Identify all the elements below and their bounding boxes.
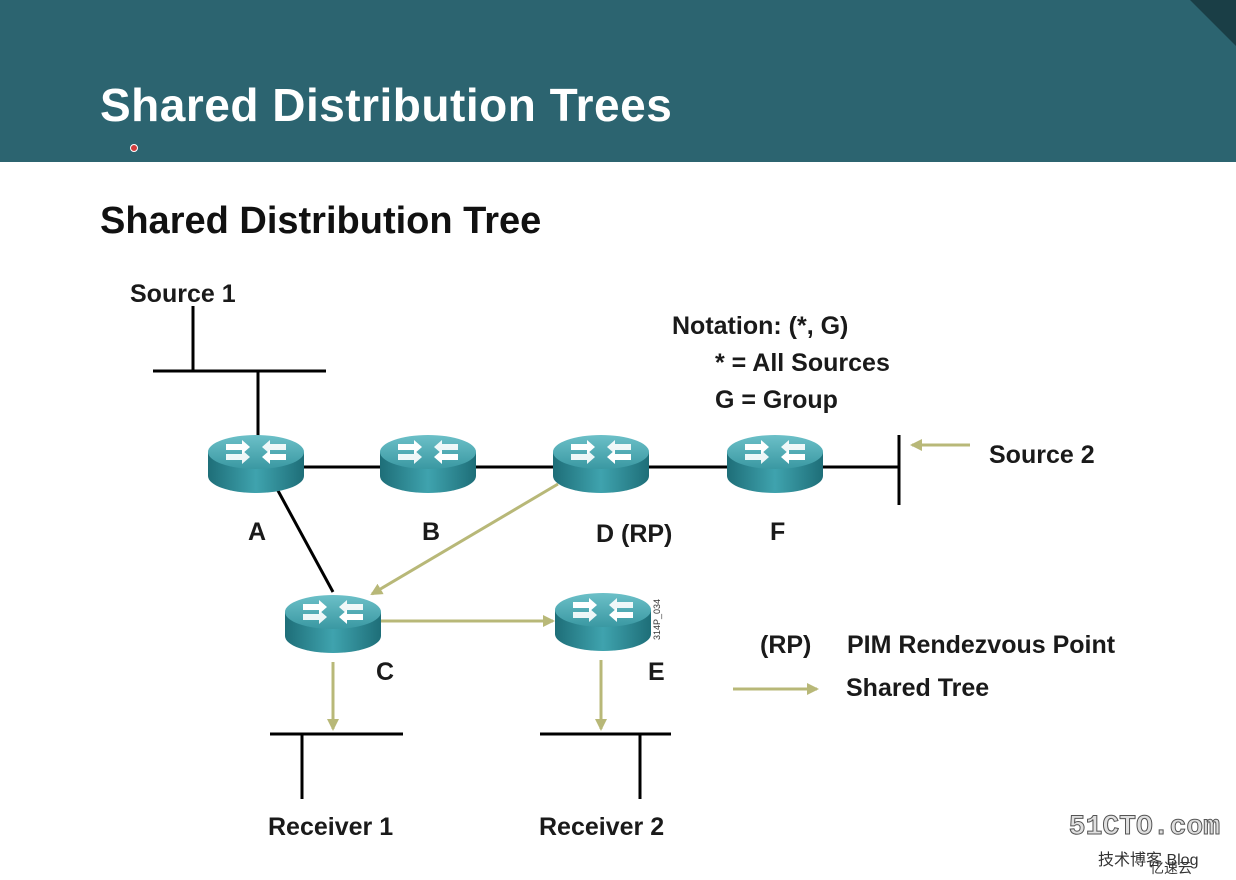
router-e-label: E xyxy=(648,658,665,686)
router-d-rp-icon xyxy=(553,435,649,493)
legend-rp-meaning: PIM Rendezvous Point xyxy=(847,631,1116,659)
pointer-dot xyxy=(130,144,138,152)
router-f-label: F xyxy=(770,518,786,546)
figure-code: 314P_034 xyxy=(652,598,662,640)
source2-label: Source 2 xyxy=(989,441,1095,469)
watermark-brand: 亿速云 xyxy=(1150,860,1192,876)
router-d-label: D (RP) xyxy=(596,520,673,548)
link-a-c xyxy=(274,486,335,593)
receiver2-label: Receiver 2 xyxy=(539,813,665,841)
notation-line2: * = All Sources xyxy=(715,349,890,377)
receiver1-label: Receiver 1 xyxy=(268,813,394,841)
router-f-icon xyxy=(727,435,823,493)
router-a-label: A xyxy=(248,518,267,546)
router-c-label: C xyxy=(376,658,395,686)
watermark-site: 51CTO.com xyxy=(1068,812,1220,844)
router-c-icon xyxy=(285,595,381,653)
router-a-icon xyxy=(208,435,304,493)
source1-label: Source 1 xyxy=(130,280,236,308)
notation-line1: Notation: (*, G) xyxy=(672,312,849,340)
title-bar: Shared Distribution Trees xyxy=(0,0,1236,162)
legend-rp-abbrev: (RP) xyxy=(760,631,812,659)
router-b-icon xyxy=(380,435,476,493)
router-e-icon xyxy=(555,593,651,651)
shared-tree-d-to-c xyxy=(370,482,559,596)
notation-line3: G = Group xyxy=(715,386,838,414)
slide-subtitle: Shared Distribution Tree xyxy=(100,200,542,242)
router-b-label: B xyxy=(422,518,441,546)
watermark-sub: 技术博客 Blog xyxy=(1098,852,1199,869)
slide-title: Shared Distribution Trees xyxy=(100,79,673,131)
legend-shared-tree-label: Shared Tree xyxy=(846,674,990,702)
corner-decoration xyxy=(1190,0,1236,46)
